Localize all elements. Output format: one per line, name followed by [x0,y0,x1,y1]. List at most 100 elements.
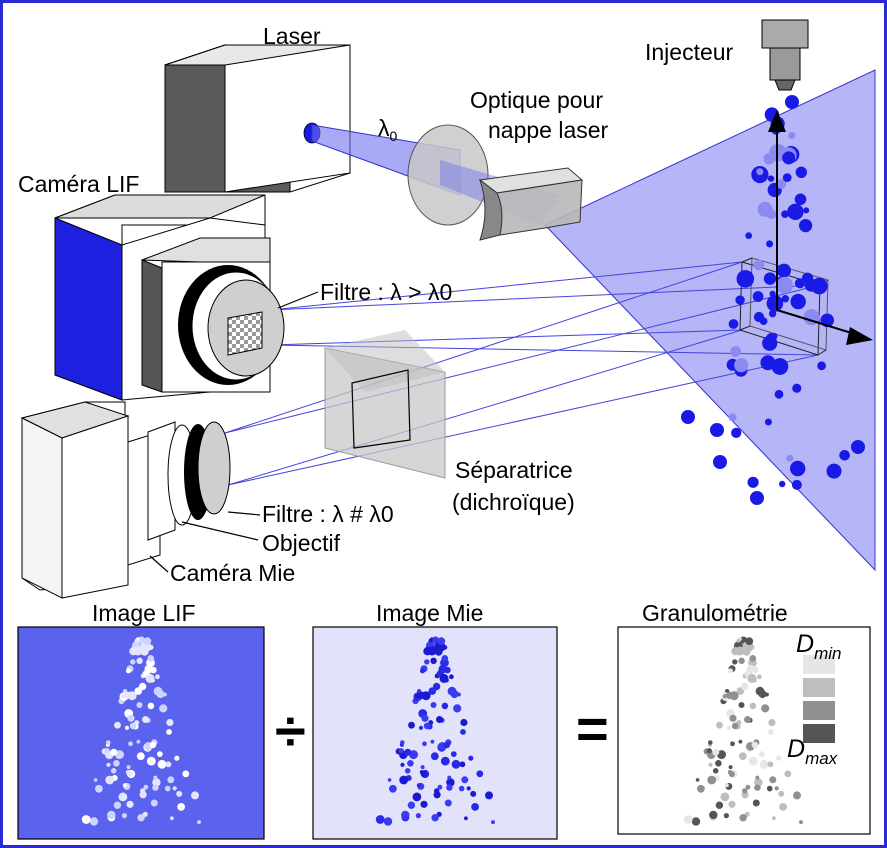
spray-droplet [790,293,806,310]
panel-droplet [476,770,484,778]
panel-droplet [399,775,409,785]
panel-droplet [106,762,111,767]
spray-droplet [764,418,772,426]
panel-droplet [421,714,429,722]
panel-droplet [706,748,712,754]
spray-droplet [782,173,792,183]
spray-droplet [766,295,784,312]
panel-droplet [757,674,762,680]
panel-droplet [768,729,774,735]
panel-droplet [748,756,758,766]
laser-device [164,44,351,193]
panel-droplet [460,718,468,727]
panel-droplet [456,692,461,697]
panel-droplet [432,682,441,691]
panel-droplet [430,702,437,708]
panel-droplet [138,682,147,691]
panel-droplet [152,778,161,787]
dichroic-splitter [324,330,446,479]
panel-droplet [126,668,131,674]
label-separator-line2: (dichroïque) [452,489,575,515]
panel-droplet [749,702,757,710]
panel-droplet [166,729,172,735]
panel-droplet [177,803,186,811]
spray-droplets [681,95,865,505]
label-laser: Laser [263,23,321,49]
panel-droplet [398,748,404,754]
panel-droplet [105,775,115,785]
injector [761,19,809,91]
panel-droplet [423,647,432,656]
panel-droplet [113,801,122,809]
lif-droplets [81,636,201,826]
cylindrical-lens [478,167,584,241]
spray-droplet [763,153,775,165]
spray-droplet [750,491,764,505]
panel-droplet [438,664,447,674]
panel-droplet [459,761,466,768]
panel-droplet [126,800,134,808]
panel-droplet [136,657,143,664]
panel-droplet [468,755,474,761]
spray-droplet [713,455,727,469]
panel-droplet [144,664,153,674]
camera-mie [20,401,231,599]
spray-droplet [753,259,765,271]
panel-droplet [439,673,449,683]
panel-droplet [107,810,116,820]
panel-droplet [197,820,201,825]
panel-droplet [110,768,117,774]
title-granulometry: Granulométrie [642,600,788,626]
panel-droplet [383,817,393,826]
panel-droplet [729,714,737,722]
scale-step-3 [803,701,835,720]
panel-droplet [440,756,450,766]
panel-droplet [779,803,787,811]
label-dmax: Dmax [787,735,838,768]
spray-droplet [752,291,764,302]
panel-droplet [127,714,135,722]
panel-droplet [471,803,479,811]
panel-droplet [470,790,477,797]
panel-droplet [155,674,160,680]
panel-droplet [146,756,156,766]
panel-droplet [437,637,446,646]
panel-droplet [140,647,149,656]
panel-droplet [709,810,718,820]
panel-droplet [716,721,723,729]
panel-droplet [793,791,801,800]
panel-droplet [708,740,713,745]
size-scale [803,655,835,743]
spray-droplet [753,311,765,323]
spray-droplet [776,276,793,294]
panel-droplet [752,799,760,807]
spray-droplet [760,355,776,371]
panel-droplet [147,655,155,662]
panel-droplet [691,817,701,826]
panel-droplet [450,751,457,757]
panel-droplet [707,775,717,785]
panel-droplet [174,755,180,761]
panel-droplet [375,815,385,824]
scale-step-1 [803,655,835,674]
panel-droplet [143,784,149,790]
panel-droplet [136,752,145,761]
panel-droplet [728,765,733,770]
panel-droplet [150,799,158,807]
panel-droplet [740,682,749,691]
panel-droplet [744,716,751,723]
panel-droplet [153,775,158,780]
spray-droplet [774,389,784,399]
panel-droplet [145,673,155,683]
panel-droplet [121,813,127,819]
panel-droplet [401,810,410,820]
panel-droplet [745,637,754,646]
spray-droplet [728,319,739,329]
panel-droplet [724,783,729,788]
panel-droplet [142,716,149,723]
panel-droplet [447,686,457,696]
panel-droplet [755,775,760,780]
panel-droplet [420,765,425,770]
panel-droplet [746,664,755,674]
